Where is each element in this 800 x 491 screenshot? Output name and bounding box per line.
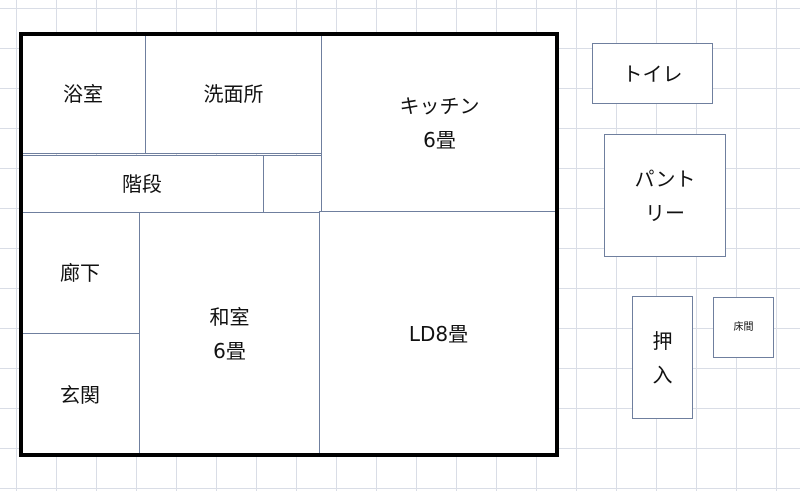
- room-alcove[interactable]: 床間: [713, 297, 774, 358]
- room-japanese-label: 和室 6畳: [209, 305, 250, 363]
- room-stairs-landing[interactable]: [263, 155, 322, 213]
- room-toilet-label: トイレ: [622, 61, 683, 86]
- room-stairs[interactable]: 階段: [20, 155, 264, 213]
- room-hallway[interactable]: 廊下: [20, 212, 140, 334]
- room-ldk-label: LD8畳: [408, 321, 469, 346]
- room-entrance-label: 玄関: [60, 382, 100, 407]
- room-alcove-label: 床間: [733, 321, 754, 333]
- room-bath[interactable]: 浴室: [20, 33, 146, 154]
- room-closet-label: 押 入: [652, 328, 673, 387]
- room-bath-label: 浴室: [63, 81, 103, 106]
- room-closet[interactable]: 押 入: [632, 296, 693, 419]
- room-pantry[interactable]: パント リー: [604, 134, 726, 257]
- room-japanese[interactable]: 和室 6畳: [139, 212, 320, 456]
- room-washroom-label: 洗面所: [203, 81, 264, 106]
- room-pantry-label: パント リー: [634, 166, 696, 225]
- room-washroom[interactable]: 洗面所: [145, 33, 322, 154]
- room-entrance[interactable]: 玄関: [20, 333, 140, 456]
- room-stairs-label: 階段: [122, 172, 162, 196]
- room-ldk[interactable]: LD8畳: [319, 211, 558, 456]
- room-toilet[interactable]: トイレ: [592, 43, 713, 104]
- room-hallway-label: 廊下: [60, 261, 100, 285]
- room-kitchen-label: キッチン 6畳: [399, 93, 480, 152]
- room-kitchen[interactable]: キッチン 6畳: [321, 33, 558, 212]
